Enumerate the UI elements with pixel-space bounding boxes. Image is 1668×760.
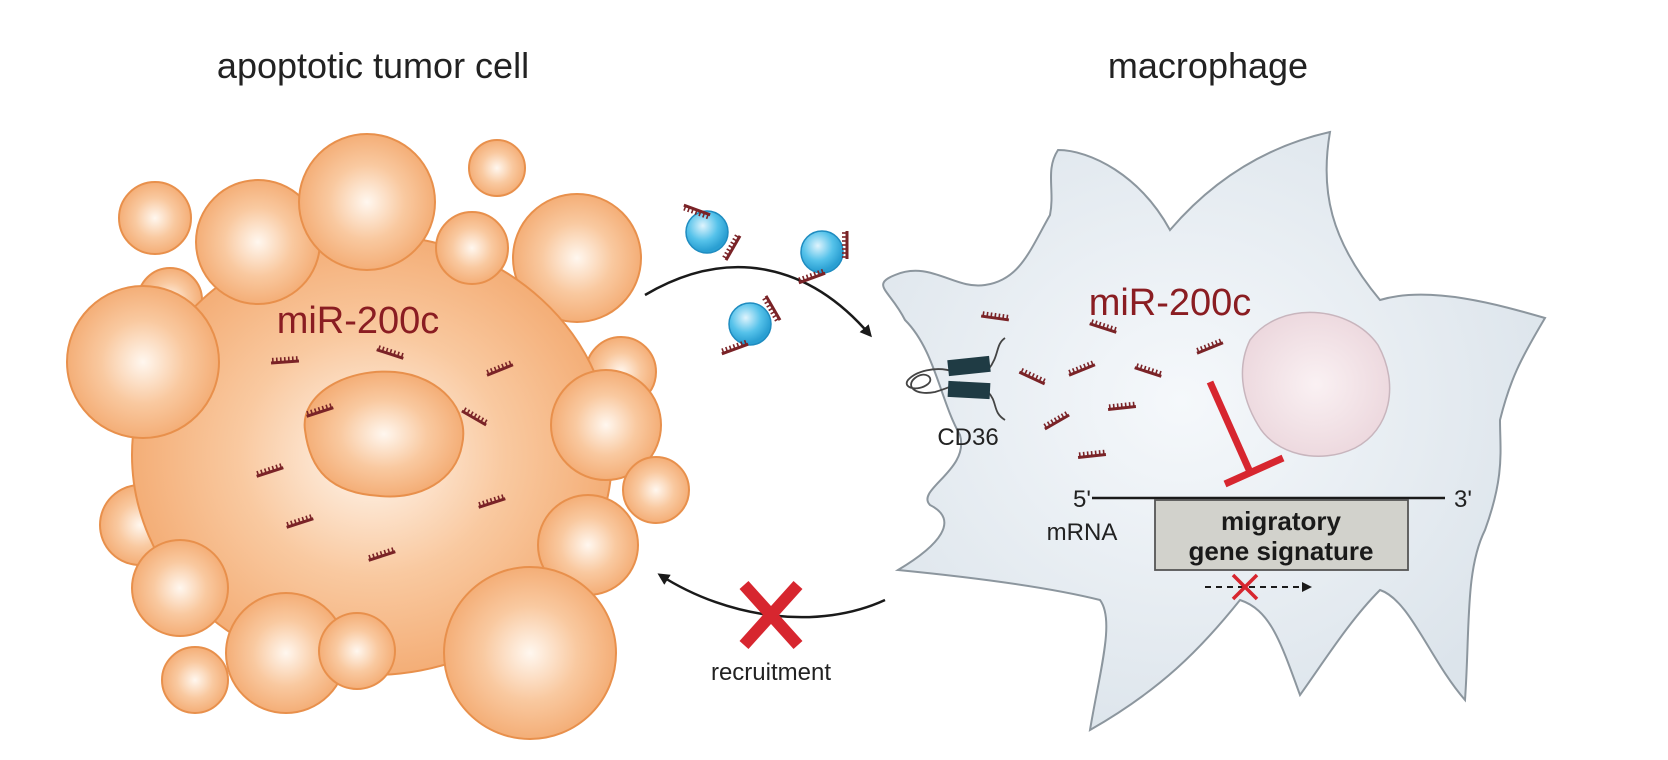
apoptotic-bleb bbox=[435, 211, 509, 285]
apoptotic-tumor-cell bbox=[66, 133, 690, 740]
transfer-arrow bbox=[644, 266, 872, 338]
mirna-vesicle bbox=[795, 229, 849, 285]
macrophage-body bbox=[882, 130, 1547, 732]
macrophage-mirna-label: miR-200c bbox=[1089, 282, 1252, 324]
apoptotic-bleb bbox=[161, 646, 229, 714]
vesicle-group bbox=[680, 203, 849, 356]
tumor-cell-title: apoptotic tumor cell bbox=[217, 45, 529, 86]
mirna-vesicle bbox=[718, 294, 782, 356]
apoptotic-bleb bbox=[512, 193, 642, 323]
apoptotic-bleb bbox=[550, 369, 662, 481]
apoptotic-bleb bbox=[66, 285, 220, 439]
macrophage-nucleus bbox=[1241, 311, 1391, 457]
apoptotic-bleb bbox=[468, 139, 526, 197]
small-red-x-icon bbox=[1231, 573, 1259, 601]
apoptotic-bleb bbox=[622, 456, 690, 524]
red-x-icon bbox=[739, 580, 803, 650]
gene-box-line1: migratory bbox=[1221, 506, 1341, 536]
gene-box-line2: gene signature bbox=[1189, 536, 1374, 566]
cd36-receptor-icon bbox=[905, 337, 1006, 421]
tumor-cell-nucleus bbox=[303, 370, 465, 498]
cd36-label: CD36 bbox=[937, 424, 998, 451]
recruitment-label: recruitment bbox=[711, 659, 831, 686]
apoptotic-bleb bbox=[318, 612, 396, 690]
mrna-label: mRNA bbox=[1047, 519, 1118, 546]
apoptotic-bleb bbox=[298, 133, 436, 271]
mirna-vesicle bbox=[680, 203, 742, 262]
tumor-mirna-label: miR-200c bbox=[277, 300, 440, 342]
apoptotic-bleb bbox=[118, 181, 192, 255]
apoptotic-bleb bbox=[131, 539, 229, 637]
five-prime-label: 5' bbox=[1073, 486, 1091, 513]
apoptotic-bleb bbox=[443, 566, 617, 740]
t-bar-inhibition-icon bbox=[1206, 380, 1285, 488]
macrophage-title: macrophage bbox=[1108, 45, 1308, 86]
migratory-gene-signature-box: migratory gene signature bbox=[1154, 499, 1409, 571]
three-prime-label: 3' bbox=[1454, 486, 1472, 513]
